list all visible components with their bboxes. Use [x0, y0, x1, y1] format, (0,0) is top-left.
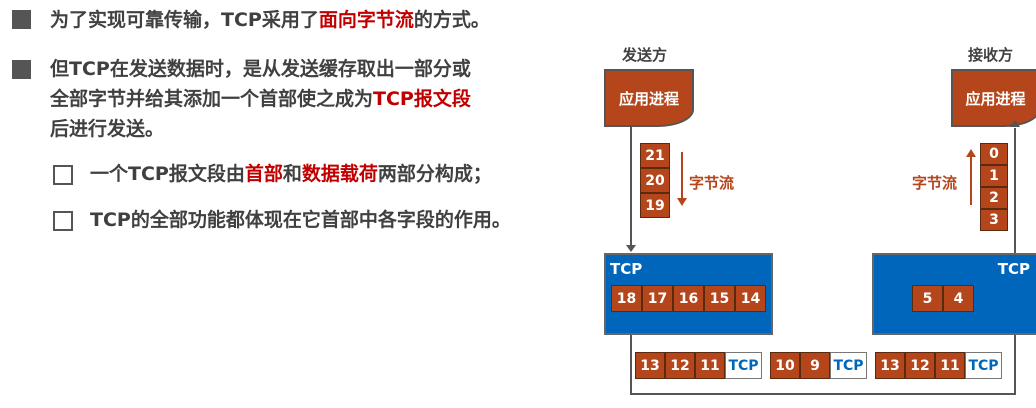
- bullet-2: 但TCP在发送数据时，是从发送缓存取出一部分或 全部字节并给其添加一个首部使之成…: [50, 54, 471, 144]
- byte-stream-label: 字节流: [912, 174, 958, 192]
- arrow-down-icon: [677, 198, 687, 206]
- text: 后进行发送。: [50, 118, 165, 140]
- stream-arrow-down: [681, 152, 683, 200]
- text: 一个TCP报文段由: [90, 163, 245, 185]
- highlight: 首部: [244, 163, 283, 185]
- byte-cell: 18: [611, 285, 642, 312]
- byte-cell: 21: [640, 143, 670, 168]
- checkbox-bullet-icon: [53, 165, 73, 185]
- sub-bullet-1: 一个TCP报文段由首部和数据载荷两部分构成；: [90, 159, 492, 189]
- arrow-up-icon: [966, 149, 976, 157]
- checkbox-bullet-icon: [53, 211, 73, 231]
- receiver-line: [1014, 128, 1016, 253]
- label: 应用进程: [965, 89, 1026, 108]
- byte-cell: 19: [640, 193, 670, 218]
- byte-stream-label: 字节流: [689, 174, 735, 192]
- byte-cell: 1: [980, 165, 1008, 187]
- byte-cell: 12: [665, 352, 695, 379]
- text: 但TCP在发送数据时，是从发送缓存取出一部分或: [50, 58, 471, 80]
- byte-cell: 20: [640, 168, 670, 193]
- byte-cell: 4: [943, 285, 974, 312]
- highlight: 面向字节流: [318, 9, 414, 31]
- bullet-square-icon: [12, 60, 31, 79]
- text: 全部字节并给其添加一个首部使之成为: [50, 88, 374, 110]
- receiver-label: 接收方: [968, 46, 1014, 64]
- bullet-1: 为了实现可靠传输，TCP采用了面向字节流的方式。: [50, 5, 490, 35]
- sender-label: 发送方: [622, 46, 668, 64]
- tcp-header-cell: TCP: [725, 352, 762, 379]
- tcp-header-cell: TCP: [965, 352, 1002, 379]
- byte-cell: 13: [875, 352, 905, 379]
- text: 的方式。: [413, 9, 490, 31]
- tcp-label: TCP: [610, 260, 643, 278]
- byte-cell: 16: [673, 285, 704, 312]
- sender-line: [630, 125, 632, 247]
- network-line: [630, 335, 632, 395]
- byte-cell: 15: [704, 285, 735, 312]
- byte-cell: 5: [912, 285, 943, 312]
- byte-cell: 0: [980, 143, 1008, 165]
- highlight: 数据载荷: [301, 163, 378, 185]
- sender-app-process: 应用进程: [604, 69, 694, 127]
- byte-cell: 2: [980, 187, 1008, 209]
- byte-cell: 17: [642, 285, 673, 312]
- network-line: [630, 393, 1016, 395]
- byte-cell: 14: [735, 285, 766, 312]
- byte-cell: 10: [770, 352, 800, 379]
- byte-cell: 9: [800, 352, 830, 379]
- byte-cell: 11: [935, 352, 965, 379]
- byte-cell: 11: [695, 352, 725, 379]
- sub-bullet-2: TCP的全部功能都体现在它首部中各字段的作用。: [90, 205, 511, 235]
- tcp-header-cell: TCP: [830, 352, 867, 379]
- stream-arrow-up: [970, 157, 972, 205]
- text: TCP的全部功能都体现在它首部中各字段的作用。: [90, 209, 511, 231]
- tcp-label: TCP: [997, 260, 1030, 278]
- bullet-square-icon: [12, 10, 31, 29]
- receiver-app-process: 应用进程: [951, 69, 1036, 127]
- byte-cell: 12: [905, 352, 935, 379]
- network-line: [1014, 335, 1016, 395]
- text: 两部分构成；: [377, 163, 492, 185]
- highlight: TCP报文段: [373, 88, 471, 110]
- text: 为了实现可靠传输，TCP采用了: [50, 9, 319, 31]
- label: 应用进程: [618, 89, 679, 108]
- arrow-up-icon: [1010, 120, 1020, 127]
- byte-cell: 13: [635, 352, 665, 379]
- arrow-down-icon: [626, 245, 636, 252]
- byte-cell: 3: [980, 209, 1008, 231]
- text: 和: [282, 163, 302, 185]
